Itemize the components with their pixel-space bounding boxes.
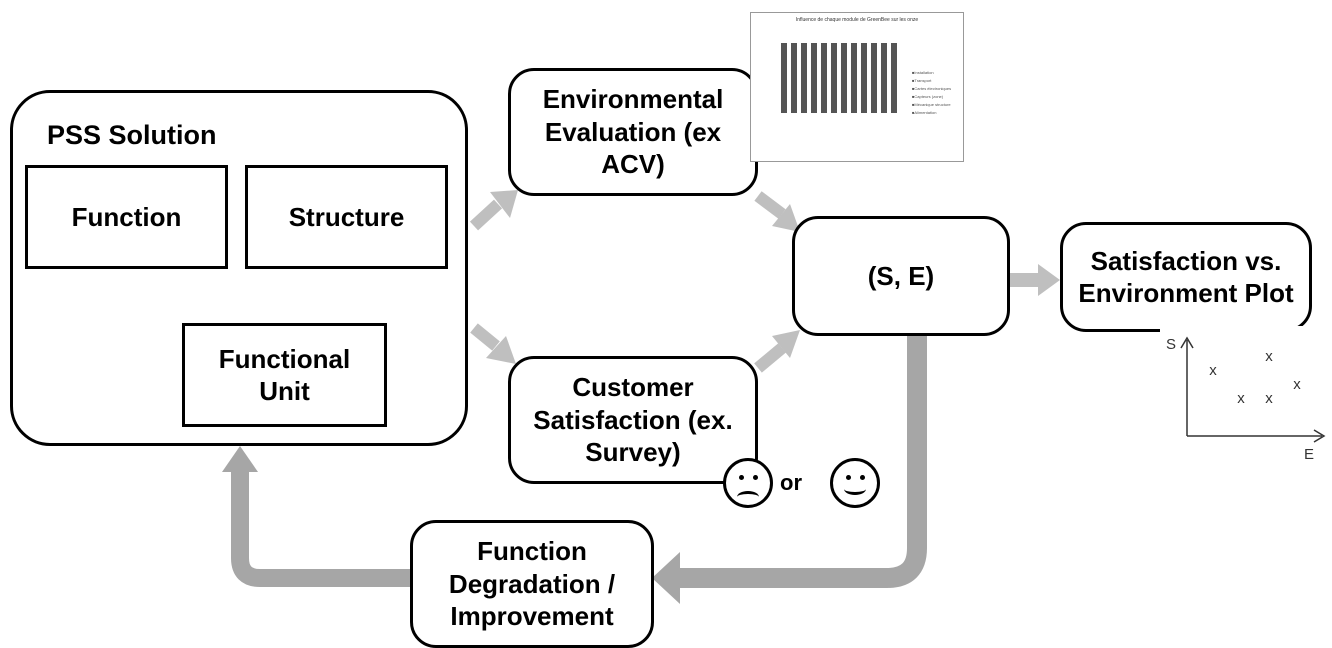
pss-solution-title: PSS Solution <box>47 120 217 150</box>
scatter-point: x <box>1265 348 1273 365</box>
scatter-plot: x x x x x S E <box>1160 326 1332 466</box>
scatter-point: x <box>1237 390 1245 407</box>
mini-legend-item: ■Mécanique structure <box>912 102 951 107</box>
mini-chart-legend: ■Installation ■Transport ■Cartes électroni… <box>912 69 962 117</box>
mini-bar <box>841 43 847 113</box>
scatter-ylabel: S <box>1166 336 1177 353</box>
mini-bar <box>831 43 837 113</box>
mini-bar <box>881 43 887 113</box>
scatter-point: x <box>1293 376 1301 393</box>
arrow-layer <box>222 190 1060 604</box>
mini-bar <box>811 43 817 113</box>
or-label: or <box>780 470 802 495</box>
mini-bar <box>801 43 807 113</box>
mini-chart-svg <box>781 43 897 113</box>
mini-legend-item: ■Capteurs (zone) <box>912 94 944 99</box>
functional-unit-box: Functional Unit <box>182 323 387 427</box>
arrow-degradation-to-pss <box>222 446 410 587</box>
scatter-xlabel: E <box>1304 446 1315 463</box>
arrow-pss-to-env <box>469 190 518 231</box>
function-degradation-box: Function Degradation / Improvement <box>410 520 654 648</box>
mini-bar <box>781 43 787 113</box>
arrow-se-to-degradation <box>652 336 927 604</box>
customer-satisfaction-box: Customer Satisfaction (ex. Survey) <box>508 356 758 484</box>
arrow-pss-to-cust <box>470 323 516 364</box>
se-box: (S, E) <box>792 216 1010 336</box>
mini-legend-item: ■Transport <box>912 78 932 83</box>
environmental-evaluation-box: Environmental Evaluation (ex ACV) <box>508 68 758 196</box>
arrow-cust-to-se <box>754 330 800 373</box>
mini-bar <box>891 43 897 113</box>
mini-chart-thumbnail: Influence de chaque module de GreenBee s… <box>750 12 964 162</box>
mini-bar <box>791 43 797 113</box>
arrow-env-to-se <box>754 191 800 232</box>
mini-bar <box>871 43 877 113</box>
arrow-se-to-plot <box>1010 264 1060 296</box>
scatter-point: x <box>1209 362 1217 379</box>
scatter-point: x <box>1265 390 1273 407</box>
mini-bar <box>861 43 867 113</box>
mini-bar <box>851 43 857 113</box>
mini-legend-item: ■Cartes électroniques <box>912 86 952 91</box>
happy-face-icon <box>830 458 880 508</box>
mini-legend-item: ■Installation <box>912 70 934 75</box>
scatter-plot-svg: x x x x x <box>1180 336 1326 443</box>
structure-box: Structure <box>245 165 448 269</box>
mini-legend-item: ■Alimentation <box>912 110 937 115</box>
sad-face-icon <box>723 458 773 508</box>
mini-bar <box>821 43 827 113</box>
mini-chart-title: Influence de chaque module de GreenBee s… <box>795 17 919 23</box>
satisfaction-environment-box: Satisfaction vs. Environment Plot <box>1060 222 1312 332</box>
function-box: Function <box>25 165 228 269</box>
